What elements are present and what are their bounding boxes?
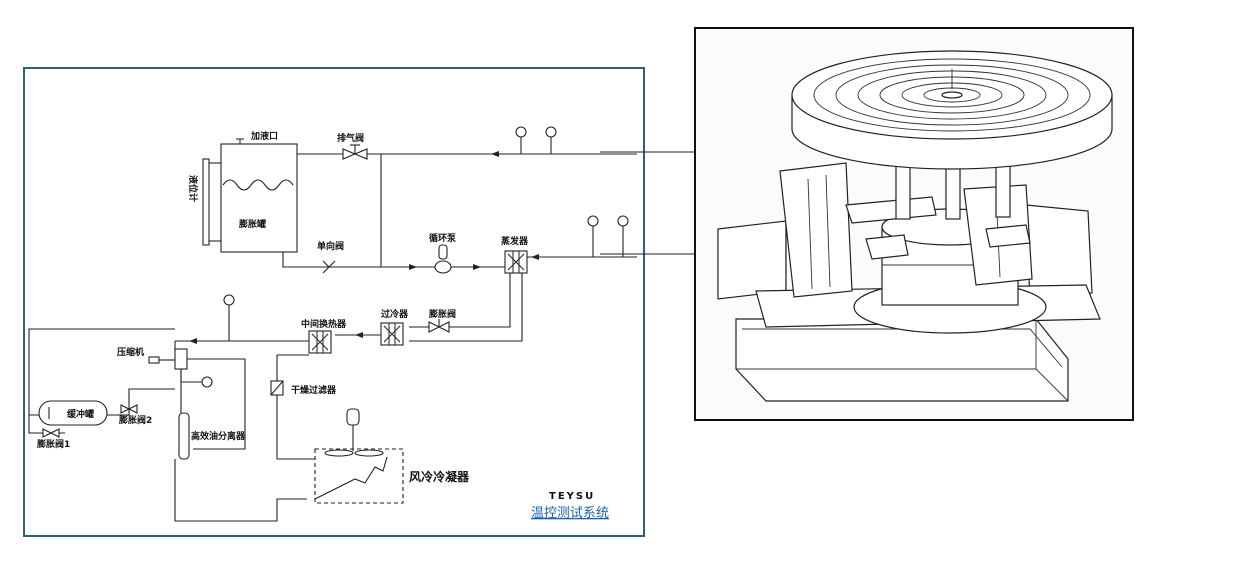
label-intermediate-hx: 中间换热器 <box>301 318 347 330</box>
expansion-tank-shape <box>220 143 298 253</box>
turntable-center <box>941 91 963 99</box>
refrigeration-schematic: 加液口 排气阀 液位计 膨胀罐 单向阀 循环泵 蒸发器 中间换热器 过冷器 膨胀… <box>23 67 645 537</box>
base-block <box>735 318 1069 402</box>
pressure-sensor-icon <box>545 126 557 138</box>
connecting-pipes <box>600 151 696 255</box>
discharge-to-condenser-pipe <box>174 459 307 522</box>
rotary-table-svg <box>717 50 1113 402</box>
fan-motor-shape <box>346 408 360 426</box>
label-expansion-valve-1: 膨胀阀1 <box>36 438 70 450</box>
evaporator-to-subcooler-pipe <box>409 273 511 328</box>
expansion-valve-2-shape <box>120 404 131 414</box>
labels: 加液口 排气阀 液位计 膨胀罐 单向阀 循环泵 蒸发器 中间换热器 过冷器 膨胀… <box>36 130 529 484</box>
label-fill-port: 加液口 <box>250 130 278 142</box>
label-dry-filter: 干燥过滤器 <box>291 384 337 396</box>
tank-outlet-pipe <box>282 252 437 268</box>
label-evaporator: 蒸发器 <box>501 235 529 247</box>
circulation-pump-shape <box>434 260 452 274</box>
label-air-condenser: 风冷冷凝器 <box>409 469 470 484</box>
label-expansion-tank: 膨胀罐 <box>238 218 266 230</box>
tank-liquid-wave <box>222 179 294 191</box>
label-circulation-pump: 循环泵 <box>429 232 457 244</box>
schematic-svg: 加液口 排气阀 液位计 膨胀罐 单向阀 循环泵 蒸发器 中间换热器 过冷器 膨胀… <box>28 126 637 522</box>
expansion-valve-shape <box>428 321 441 333</box>
left-arm-assembly <box>779 162 853 298</box>
label-vent-valve: 排气阀 <box>337 132 364 144</box>
label-level-gauge: 液位计 <box>187 175 199 202</box>
expansion-valve-1-shape <box>42 428 53 438</box>
brand-block: TEYSU 温控测试系统 <box>531 491 609 521</box>
left-motor-housing <box>717 220 787 300</box>
temperature-sensor-icon <box>515 126 527 138</box>
label-expansion-valve-2: 膨胀阀2 <box>118 414 152 426</box>
fan-blade-icon <box>324 449 354 457</box>
brand-subtitle: 温控测试系统 <box>531 506 609 521</box>
label-subcooler: 过冷器 <box>381 308 409 320</box>
compressor-shape <box>174 348 188 370</box>
level-gauge-shape <box>202 158 210 246</box>
air-condenser-shape <box>314 448 404 504</box>
label-buffer-tank: 缓冲罐 <box>67 408 94 420</box>
label-expansion-valve: 膨胀阀 <box>428 308 456 320</box>
oil-separator-shape <box>178 412 190 460</box>
check-valve-shape <box>322 260 336 274</box>
buffer-tank-shape <box>38 400 108 426</box>
label-oil-separator: 高效油分离器 <box>191 430 246 442</box>
label-compressor: 压缩机 <box>117 346 144 358</box>
suction-pressure-gauge-icon <box>223 294 235 306</box>
refrigerant-loop <box>28 273 523 522</box>
discharge-pressure-gauge-icon <box>201 376 213 388</box>
rotary-table-drawing <box>694 27 1134 421</box>
label-check-valve: 单向阀 <box>317 240 344 252</box>
vent-valve-shape <box>342 148 357 160</box>
brand-logo: TEYSU <box>549 491 595 502</box>
upper-coolant-loop <box>202 126 637 274</box>
temperature-sensor-2-icon <box>587 215 599 227</box>
